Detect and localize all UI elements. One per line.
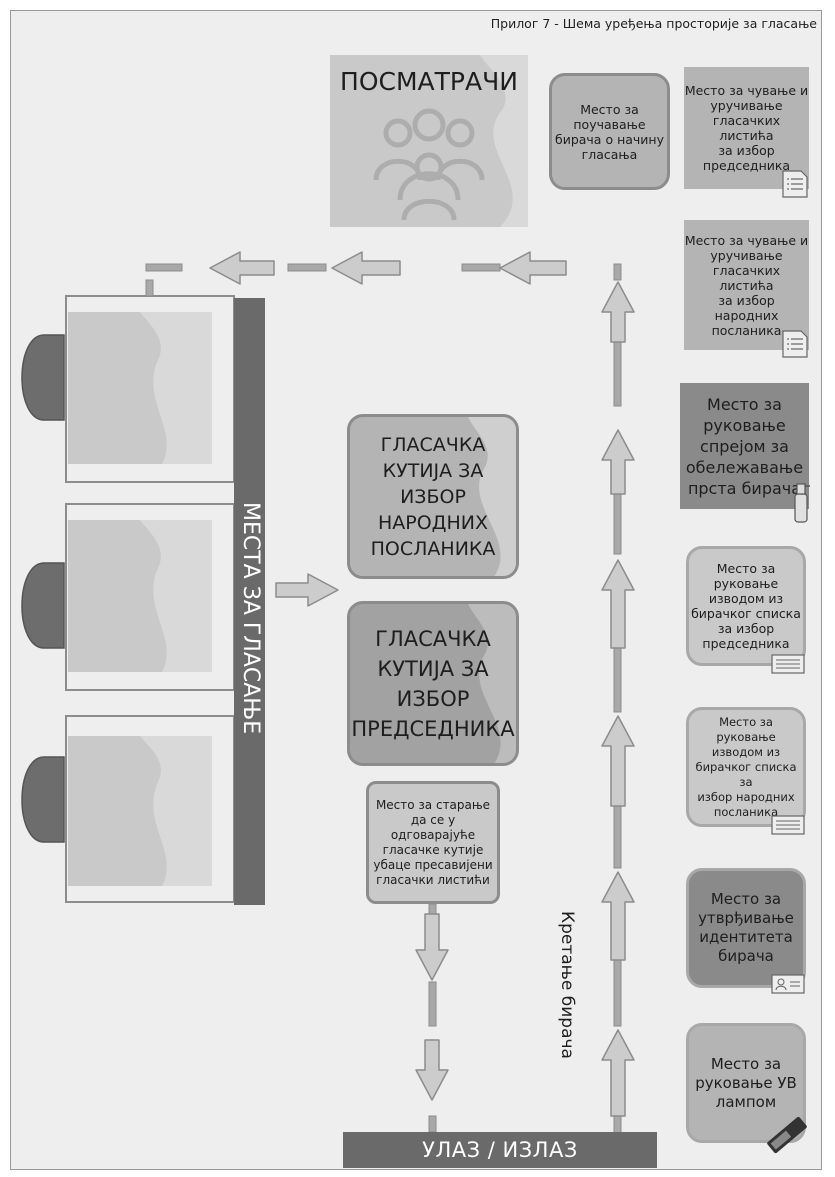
path-dash bbox=[613, 339, 622, 407]
extract-president-label: Место за руковање изводом из бирачког сп… bbox=[691, 561, 801, 651]
arrow-left bbox=[499, 251, 567, 285]
instruction-station: Место за поучавање бирача о начину гласа… bbox=[549, 73, 670, 190]
instruction-station-label: Место за поучавање бирача о начину гласа… bbox=[555, 101, 664, 162]
arrow-left bbox=[209, 251, 275, 285]
path-dash bbox=[613, 805, 622, 869]
document-list-icon bbox=[782, 330, 808, 358]
fold-check-label: Место за старање да се у одговарајуће гл… bbox=[373, 797, 493, 887]
ballot-box-president-shading bbox=[468, 604, 516, 763]
document-list-icon bbox=[771, 815, 805, 835]
path-dash bbox=[613, 263, 622, 281]
mp-ballots-station: Место за чување и уручивање гласачких ли… bbox=[684, 220, 809, 350]
uv-lamp-station: Место за руковање УВ лампом bbox=[686, 1023, 806, 1143]
path-dash bbox=[145, 279, 154, 297]
observers-label: ПОСМАТРАЧИ bbox=[340, 67, 518, 96]
extract-mp-label: Место за руковање изводом из бирачког сп… bbox=[695, 714, 797, 819]
identity-station: Место за утврђивање идентитета бирача bbox=[686, 868, 806, 988]
voter-movement-label: Кретање бирача bbox=[557, 911, 577, 1059]
path-dash bbox=[428, 981, 437, 1027]
id-card-icon bbox=[771, 974, 805, 994]
observers-background-icon bbox=[373, 55, 528, 227]
path-dash bbox=[613, 493, 622, 555]
arrow-down bbox=[415, 1039, 449, 1101]
extract-mp-station: Место за руковање изводом из бирачког сп… bbox=[686, 707, 806, 827]
diagram-caption: Прилог 7 - Шема уређења просторије за гл… bbox=[490, 16, 817, 31]
arrow-left bbox=[331, 251, 401, 285]
uv-lamp-station-label: Место за руковање УВ лампом bbox=[695, 1054, 797, 1111]
arrow-right bbox=[275, 573, 339, 607]
document-list-icon bbox=[782, 170, 808, 198]
mp-ballots-label: Место за чување и уручивање гласачких ли… bbox=[684, 232, 809, 338]
identity-station-label: Место за утврђивање идентитета бирача bbox=[698, 890, 794, 965]
ballot-box-mp-shading bbox=[468, 417, 516, 576]
arrow-up bbox=[601, 715, 635, 807]
path-dash bbox=[428, 1115, 437, 1133]
ballot-box-mp: ГЛАСАЧКА КУТИЈА ЗА ИЗБОР НАРОДНИХ ПОСЛАН… bbox=[347, 414, 519, 579]
path-dash bbox=[287, 263, 327, 272]
people-icon bbox=[373, 108, 485, 221]
uv-lamp-icon bbox=[767, 1116, 807, 1154]
voting-places-bar bbox=[234, 298, 265, 905]
ballot-box-president-label: ГЛАСАЧКА КУТИЈА ЗА ИЗБОР ПРЕДСЕДНИКА bbox=[351, 626, 515, 741]
spray-station: Место за руковање спрејом за обележавање… bbox=[680, 383, 809, 509]
ballot-box-mp-label: ГЛАСАЧКА КУТИЈА ЗА ИЗБОР НАРОДНИХ ПОСЛАН… bbox=[370, 433, 496, 560]
arrow-up bbox=[601, 429, 635, 495]
arrow-up bbox=[601, 871, 635, 961]
spray-station-label: Место за руковање спрејом за обележавање… bbox=[685, 394, 804, 498]
ballot-box-president: ГЛАСАЧКА КУТИЈА ЗА ИЗБОР ПРЕДСЕДНИКА bbox=[347, 601, 519, 766]
path-dash bbox=[613, 647, 622, 713]
observers-area: ПОСМАТРАЧИ bbox=[330, 55, 528, 227]
path-dash bbox=[145, 263, 183, 272]
president-ballots-station: Место за чување и уручивање гласачких ли… bbox=[684, 67, 809, 189]
arrow-up bbox=[601, 559, 635, 649]
arrow-up bbox=[601, 1029, 635, 1117]
arrow-down bbox=[415, 913, 449, 981]
president-ballots-label: Место за чување и уручивање гласачких ли… bbox=[684, 83, 809, 173]
path-dash bbox=[613, 959, 622, 1027]
extract-president-station: Место за руковање изводом из бирачког сп… bbox=[686, 546, 806, 666]
path-dash bbox=[461, 263, 501, 272]
entrance-exit-bar: УЛАЗ / ИЗЛАЗ bbox=[343, 1132, 657, 1168]
spray-bottle-icon bbox=[794, 483, 810, 523]
document-list-icon bbox=[771, 654, 805, 674]
arrow-up bbox=[601, 281, 635, 343]
fold-check-station: Место за старање да се у одговарајуће гл… bbox=[366, 781, 500, 904]
